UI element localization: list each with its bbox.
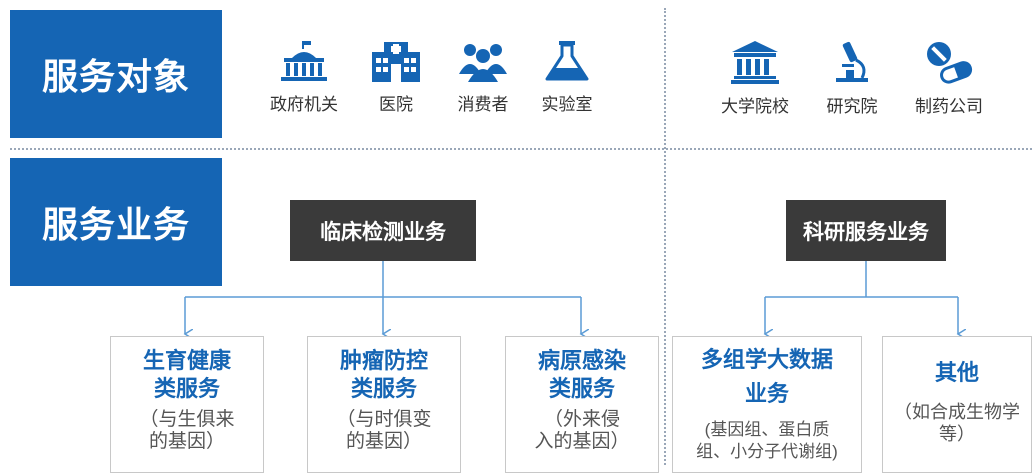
card-multiomics-bigdata: 多组学大数据 业务 (基因组、蛋白质 组、小分子代谢组)	[672, 336, 862, 473]
object-university: 大学院校	[710, 40, 800, 117]
microscope-icon	[836, 41, 868, 82]
card-other: 其他 （如合成生物学 等）	[882, 336, 1032, 473]
object-label: 制药公司	[915, 97, 983, 116]
government-building-icon	[281, 41, 327, 81]
research-service-title: 科研服务业务	[803, 220, 929, 244]
object-consumers: 消费者	[438, 40, 528, 115]
card-title: 多组学大数据 业务	[700, 347, 833, 406]
card-subtitle: （与生俱来 的基因）	[139, 409, 235, 452]
object-label: 消费者	[457, 95, 509, 114]
object-research-institute: 研究院	[807, 40, 897, 117]
clinical-testing-box: 临床检测业务	[290, 200, 476, 261]
vertical-divider	[664, 8, 666, 465]
object-label: 医院	[379, 95, 413, 114]
card-title: 病原感染 类服务	[537, 348, 626, 401]
section-title-business-text: 服务业务	[41, 204, 190, 245]
object-label: 政府机关	[270, 95, 338, 114]
flask-icon	[545, 41, 589, 81]
hospital-icon	[372, 42, 420, 82]
card-subtitle: （与时俱变 的基因）	[336, 409, 432, 452]
card-subtitle: （外来侵 入的基因）	[534, 409, 630, 452]
object-government: 政府机关	[259, 40, 349, 115]
university-icon	[731, 41, 779, 84]
consumers-group-icon	[459, 44, 507, 82]
card-title: 其他	[934, 360, 979, 385]
object-hospital: 医院	[351, 40, 441, 115]
card-tumor-prevention: 肿瘤防控 类服务 （与时俱变 的基因）	[307, 336, 461, 473]
object-label: 研究院	[826, 97, 878, 116]
card-subtitle: （如合成生物学 等）	[894, 402, 1020, 444]
pill-capsule-icon	[927, 42, 973, 84]
object-pharma-company: 制药公司	[904, 40, 994, 117]
object-label: 实验室	[541, 95, 593, 114]
section-title-service-objects: 服务对象	[10, 10, 222, 138]
section-title-service-business: 服务业务	[10, 158, 222, 286]
object-label: 大学院校	[721, 97, 789, 116]
horizontal-divider	[10, 148, 1032, 150]
clinical-testing-title: 临床检测业务	[320, 220, 446, 244]
card-subtitle: (基因组、蛋白质 组、小分子代谢组)	[696, 420, 838, 461]
card-title: 肿瘤防控 类服务	[339, 348, 428, 401]
card-pathogen-infection: 病原感染 类服务 （外来侵 入的基因）	[505, 336, 659, 473]
research-service-box: 科研服务业务	[786, 200, 946, 261]
card-title: 生育健康 类服务	[142, 348, 231, 401]
card-reproductive-health: 生育健康 类服务 （与生俱来 的基因）	[110, 336, 264, 473]
section-title-objects-text: 服务对象	[41, 56, 190, 97]
object-laboratory: 实验室	[522, 40, 612, 115]
